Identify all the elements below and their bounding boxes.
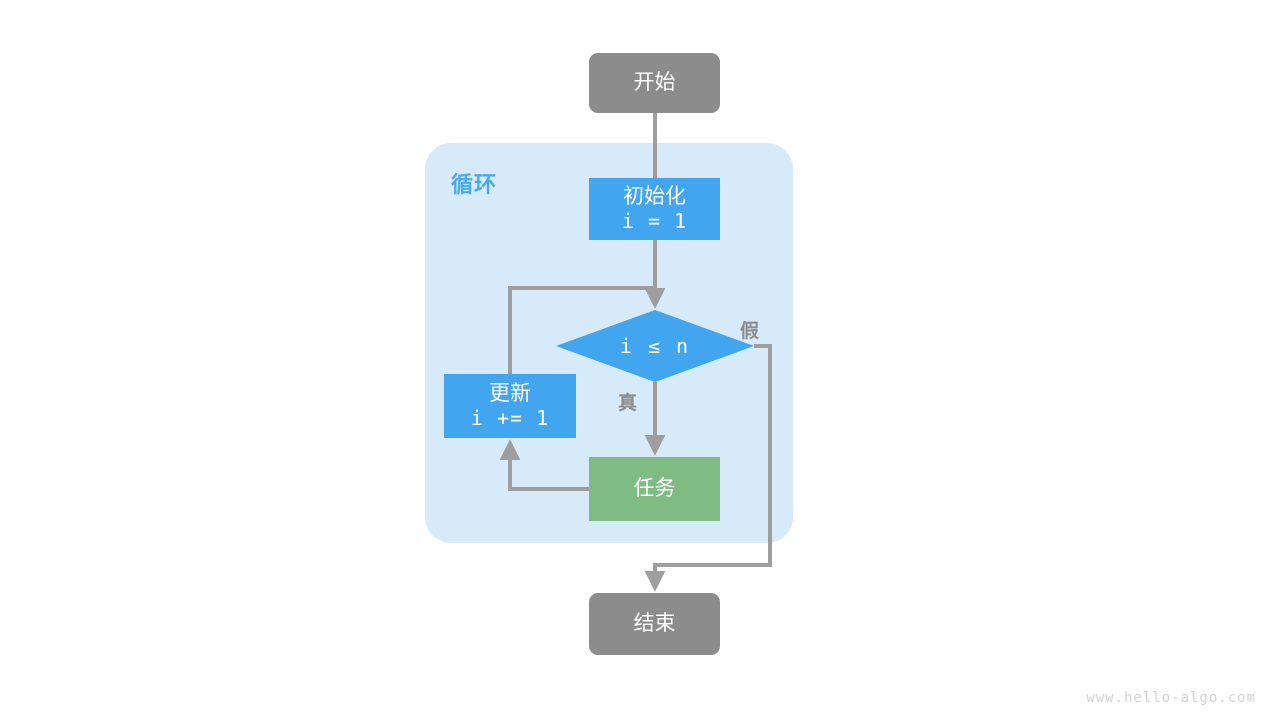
node-task[interactable]: 任务 xyxy=(589,457,720,521)
node-start-label: 开始 xyxy=(633,70,676,94)
node-initialize[interactable]: 初始化 i = 1 xyxy=(589,178,720,240)
node-update[interactable]: 更新 i += 1 xyxy=(444,374,576,438)
node-start[interactable]: 开始 xyxy=(589,53,720,113)
edge-update-to-decision xyxy=(508,286,666,374)
node-condition[interactable]: i ≤ n xyxy=(556,310,754,382)
node-initialize-title: 初始化 xyxy=(623,184,686,208)
edge-decision-false-to-end xyxy=(644,344,772,592)
edge-label-false: 假 xyxy=(740,321,760,342)
node-end-label: 结束 xyxy=(633,611,676,635)
edge-label-true: 真 xyxy=(618,393,638,414)
node-initialize-code: i = 1 xyxy=(621,208,688,233)
loop-group-label: 循环 xyxy=(451,172,498,197)
node-task-label: 任务 xyxy=(633,476,676,500)
watermark: www.hello-algo.com xyxy=(1086,690,1256,706)
node-update-title: 更新 xyxy=(489,381,531,405)
node-condition-label: i ≤ n xyxy=(619,334,691,358)
node-update-code: i += 1 xyxy=(470,405,550,430)
edge-task-to-update xyxy=(499,439,589,491)
node-end[interactable]: 结束 xyxy=(589,593,720,655)
